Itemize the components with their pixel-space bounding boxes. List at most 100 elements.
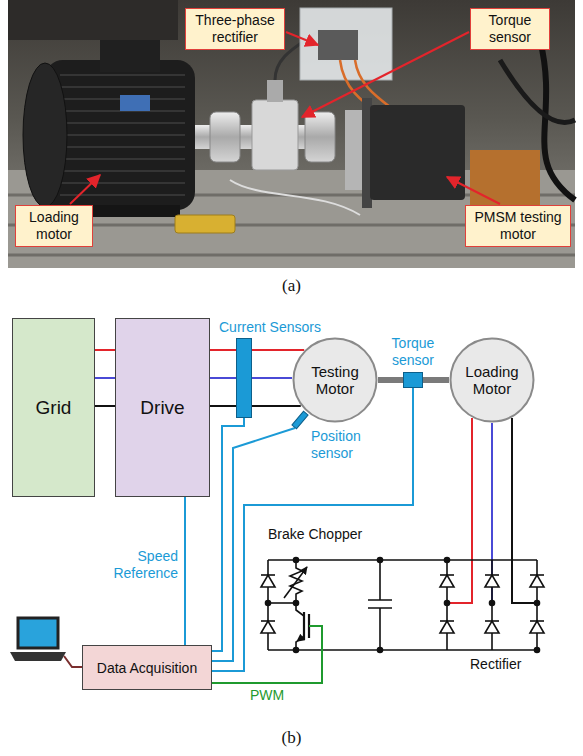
node-label: Drive: [140, 397, 184, 419]
callout-arrow: [70, 32, 500, 204]
brake-chopper-circuit: [284, 567, 307, 598]
connector-wire: [252, 405, 301, 407]
connector-wire: [212, 388, 413, 671]
rectifier-circuit: [445, 558, 450, 563]
test-bench-photo: [470, 150, 540, 210]
rectifier-circuit: [485, 574, 499, 576]
sensor-label: Torque sensor: [384, 335, 442, 369]
callout-arrow: [447, 177, 500, 204]
rectifier-circuit: [440, 621, 454, 633]
connector-wire: [252, 377, 292, 379]
rectifier-circuit: [530, 620, 544, 622]
connector: [212, 388, 413, 671]
circuit-label: Rectifier: [470, 656, 521, 673]
rectifier-circuit: [447, 560, 537, 650]
connector: [212, 418, 244, 651]
laptop-icon: [10, 618, 82, 667]
torque-sensor: Torque sensor: [403, 372, 423, 388]
callout-label: Three-phase rectifier: [185, 8, 285, 50]
brake-chopper-circuit: [261, 620, 275, 622]
connector-wire: [210, 377, 236, 379]
node-label: Testing Motor: [303, 363, 367, 398]
test-bench-photo: [230, 180, 360, 215]
node-label: Loading Motor: [460, 363, 524, 398]
brake-chopper-circuit: [261, 558, 537, 653]
brake-chopper-circuit: [378, 648, 383, 653]
node-label: PMSM testing motor: [471, 209, 565, 243]
connector: [185, 497, 186, 645]
rectifier-circuit: [530, 575, 544, 587]
rectifier-circuit: [440, 575, 454, 587]
connector-wire: [184, 497, 186, 645]
brake-chopper-circuit: [261, 575, 275, 587]
test-bench-photo: [210, 112, 240, 162]
rectifier-circuit: [535, 648, 540, 653]
connector: [378, 380, 403, 381]
motor-outline: [451, 339, 534, 422]
loading-motor-wires: [447, 418, 537, 603]
rectifier-circuit: [440, 620, 454, 622]
rectifier-circuit: [440, 574, 454, 576]
laptop-icon: [64, 656, 82, 667]
connector: [212, 428, 295, 661]
test-bench-photo: [267, 80, 283, 102]
test-bench-photo: [100, 40, 160, 72]
connector-wire: [212, 418, 244, 651]
signal-label: Speed Reference: [106, 548, 178, 582]
test-bench-photo: [23, 63, 67, 207]
sensor-label: Current Sensors: [219, 319, 321, 336]
node-label: Loading motor: [21, 209, 87, 243]
sensor-outline: [293, 410, 307, 430]
test-bench-photo: [305, 112, 335, 162]
brake-chopper-circuit: [266, 601, 271, 606]
connector-wire: [252, 349, 304, 351]
test-bench-photo: [252, 100, 298, 170]
callout-label: PMSM testing motor: [465, 205, 571, 247]
node-label: Torque sensor: [476, 12, 544, 46]
connector-wire: [210, 349, 236, 351]
grid-box: Grid: [12, 318, 95, 497]
connectors: [95, 350, 449, 671]
brake-chopper-circuit: [261, 574, 275, 576]
callout-arrow: [70, 175, 100, 204]
laptop-icon: [18, 618, 58, 648]
callout-label: Torque sensor: [470, 8, 550, 50]
brake-chopper-circuit: [378, 558, 383, 563]
brake-chopper-circuit: [368, 560, 392, 650]
panel-label: (a): [0, 276, 583, 296]
node-label: Three-phase rectifier: [191, 12, 279, 46]
brake-chopper-circuit: [268, 560, 537, 650]
signal-label: PWM: [250, 687, 284, 704]
test-bench-photo: [8, 0, 575, 268]
node-label: Data Acquisition: [97, 660, 197, 676]
pwm-wire: [212, 626, 322, 683]
test-bench-photo: [500, 60, 575, 123]
rectifier-circuit: [440, 558, 544, 653]
connector: [210, 350, 236, 406]
connector-wire: [423, 377, 449, 383]
connector-wire: [95, 405, 115, 407]
connector-wire: [95, 377, 115, 379]
motor-circle: Loading Motor: [449, 337, 535, 423]
panel-label: (b): [0, 728, 583, 748]
brake-chopper-circuit: [268, 602, 296, 604]
drive-box: Drive: [115, 318, 210, 497]
laptop-icon: [10, 652, 66, 661]
position-sensor: Position sensor: [293, 410, 307, 430]
rectifier-circuit: [445, 601, 450, 606]
test-bench-photo: [8, 0, 575, 268]
test-bench-photo: [175, 215, 235, 233]
rectifier-circuit: [485, 575, 499, 587]
connector: [95, 350, 115, 406]
circuit-label: Brake Chopper: [268, 526, 362, 543]
test-bench-photo: [8, 0, 178, 40]
connector-wire: [95, 349, 115, 351]
callout-arrow: [302, 32, 469, 117]
rectifier-circuit: [485, 620, 499, 622]
motor-outline: [294, 339, 377, 422]
connector: [423, 380, 449, 381]
rectifier-circuit: [535, 601, 540, 606]
brake-chopper-circuit: [297, 636, 304, 641]
test-bench-photo: [318, 30, 358, 60]
